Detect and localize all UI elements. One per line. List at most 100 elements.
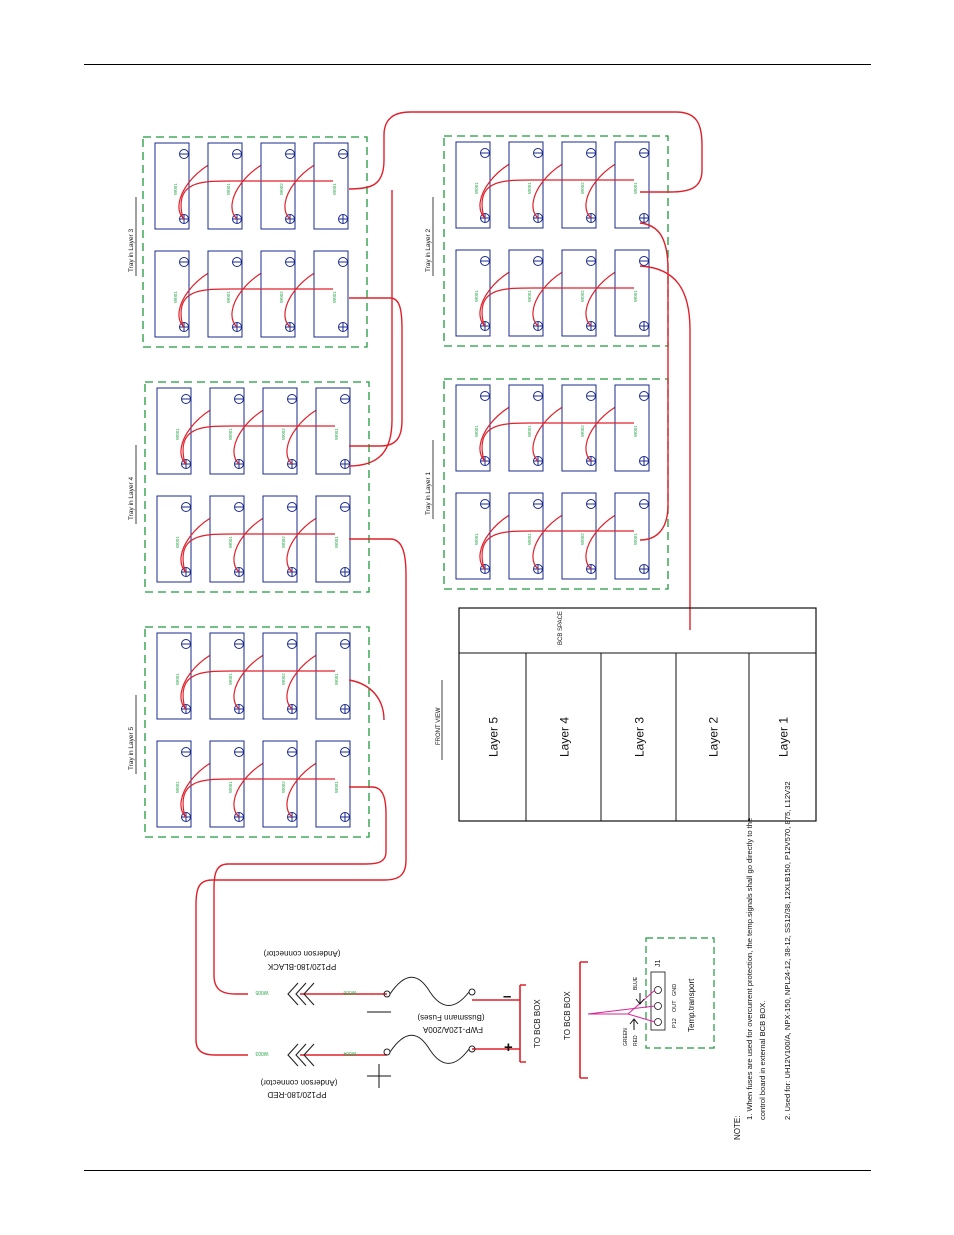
front-layer-3: Layer 3 xyxy=(600,652,677,822)
battery: W001 xyxy=(614,492,650,580)
battery: W001 xyxy=(455,384,491,472)
bcb-box-label-temp: TO BCB BOX xyxy=(563,991,572,1040)
wire-code-label: W001 xyxy=(527,290,532,302)
plus-mark xyxy=(639,456,649,466)
battery: W001 xyxy=(455,141,491,229)
battery: W001 xyxy=(508,492,544,580)
plus-mark xyxy=(340,704,350,714)
battery: W001 xyxy=(156,632,192,720)
row-cable xyxy=(481,422,634,462)
wire-red-label: RED xyxy=(633,1035,639,1046)
wire-code-label: W001 xyxy=(175,428,180,440)
battery: W001 xyxy=(315,387,351,475)
wire-code-label: W002 xyxy=(580,425,585,437)
tray-border xyxy=(142,136,368,348)
battery: W002 xyxy=(262,495,298,583)
fuse-label: FWP-120A/200A xyxy=(422,1025,483,1034)
wire-code-label: W001 xyxy=(334,673,339,685)
wire-code-label: W001 xyxy=(474,533,479,545)
wire-code-label: W001 xyxy=(334,536,339,548)
wire-code-label: W001 xyxy=(175,781,180,793)
wire-green-label: GREEN xyxy=(623,1028,629,1046)
battery: W001 xyxy=(315,495,351,583)
wire-code-label: W001 xyxy=(474,290,479,302)
wire-code-label: W001 xyxy=(334,781,339,793)
battery: W001 xyxy=(508,141,544,229)
front-layer-cell xyxy=(748,652,817,822)
battery: W002 xyxy=(262,632,298,720)
cable-l3-return xyxy=(349,297,403,447)
wire-code-label: W001 xyxy=(332,183,337,195)
battery: W001 xyxy=(156,495,192,583)
row-cable xyxy=(481,287,634,327)
plus-mark xyxy=(338,214,348,224)
wire-code-label: W001 xyxy=(633,425,638,437)
front-view-frame xyxy=(458,607,817,822)
cable-l3-to-l2 xyxy=(348,111,703,193)
battery-case xyxy=(154,250,190,338)
terminal-screw-p12 xyxy=(654,1018,662,1026)
plus-symbol-large xyxy=(367,1064,391,1088)
temp-transport-label: Temp.transport xyxy=(687,978,696,1032)
row-cable xyxy=(182,778,335,818)
front-layer-4: Layer 4 xyxy=(525,652,602,822)
battery: W001 xyxy=(156,740,192,828)
wire-code-label: W001 xyxy=(633,290,638,302)
battery: W001 xyxy=(154,142,190,230)
plus-sign: + xyxy=(504,1039,513,1056)
battery: W001 xyxy=(209,495,245,583)
arrow-red-icon xyxy=(629,1018,639,1030)
row-cable xyxy=(180,288,333,328)
front-layer-label: Layer 5 xyxy=(487,717,501,757)
battery: W001 xyxy=(313,250,349,338)
tray-border xyxy=(144,381,370,593)
wire-code-label: W001 xyxy=(173,291,178,303)
j1-terminal-block xyxy=(650,971,666,1031)
anderson-connector-black xyxy=(287,982,315,1006)
battery: W001 xyxy=(455,249,491,337)
tray-label: Tray in Layer 4 xyxy=(128,477,135,520)
pin-out-label: OUT xyxy=(672,1000,678,1012)
cable-l4-up xyxy=(348,190,393,467)
wire-code-label: W002 xyxy=(281,428,286,440)
plus-mark xyxy=(639,321,649,331)
bcb-bracket-power xyxy=(519,984,526,1063)
battery: W001 xyxy=(207,142,243,230)
plus-mark xyxy=(639,564,649,574)
wire-code-label: W002 xyxy=(279,291,284,303)
wire-code-label: W002 xyxy=(580,290,585,302)
row-cable xyxy=(481,179,634,219)
terminal-screw-gnd xyxy=(654,986,662,994)
front-layer-label: Layer 3 xyxy=(633,717,647,757)
battery: W001 xyxy=(154,250,190,338)
cable-l5-return xyxy=(213,786,387,995)
wire-code-label: W001 xyxy=(527,425,532,437)
wire-code-label: W001 xyxy=(527,533,532,545)
battery: W001 xyxy=(156,387,192,475)
battery: W001 xyxy=(614,384,650,472)
wire-code-label: W002 xyxy=(281,673,286,685)
front-layer-label: Layer 4 xyxy=(558,717,572,757)
fuse-note: (Bussmann Fuses) xyxy=(417,1013,484,1022)
battery: W002 xyxy=(561,384,597,472)
wire-code-label: W002 xyxy=(580,533,585,545)
cable-l2-side xyxy=(639,265,691,630)
wire-code-label: W001 xyxy=(173,183,178,195)
front-layer-5: Layer 5 xyxy=(458,652,527,822)
cable-l4-to-l5 xyxy=(195,538,407,1056)
wire-code-label: W001 xyxy=(633,533,638,545)
top-rule xyxy=(84,64,871,65)
note-title: NOTE: xyxy=(733,1116,742,1140)
note-line-1b: control board in external BCB BOX. xyxy=(758,1001,767,1120)
wire-code-label: W001 xyxy=(226,183,231,195)
wire-code-label: W001 xyxy=(226,291,231,303)
wire-code-w006: W006 xyxy=(343,989,356,995)
cable-l2-to-l1 xyxy=(639,222,669,541)
battery-case xyxy=(614,492,650,580)
